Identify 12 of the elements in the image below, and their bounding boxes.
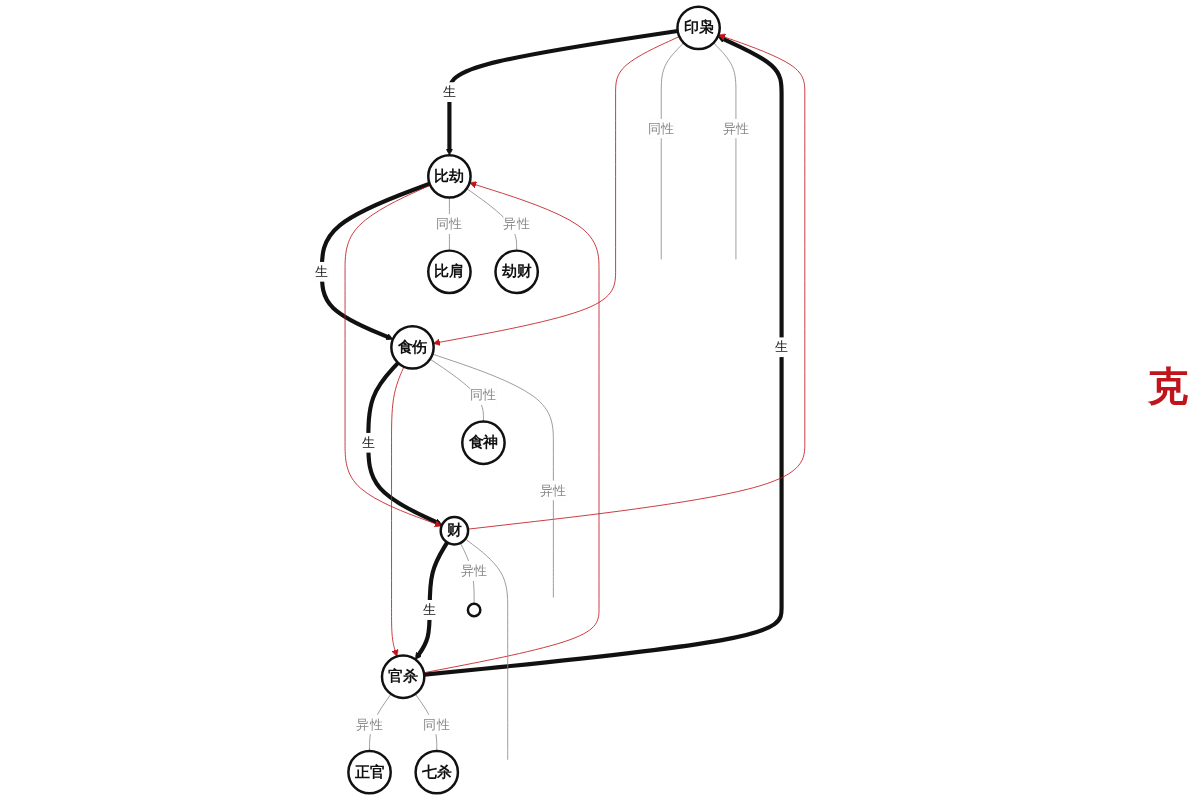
connector xyxy=(449,197,450,252)
arrow xyxy=(445,28,678,156)
arrow xyxy=(319,181,431,340)
note-text: 克 xyxy=(1148,360,1188,414)
connector xyxy=(429,358,484,422)
connector xyxy=(660,42,685,260)
connector xyxy=(464,538,509,761)
connector xyxy=(713,42,737,260)
node-circle xyxy=(466,602,482,618)
arrow xyxy=(366,361,443,526)
connector xyxy=(432,353,554,598)
arrow xyxy=(415,541,449,660)
